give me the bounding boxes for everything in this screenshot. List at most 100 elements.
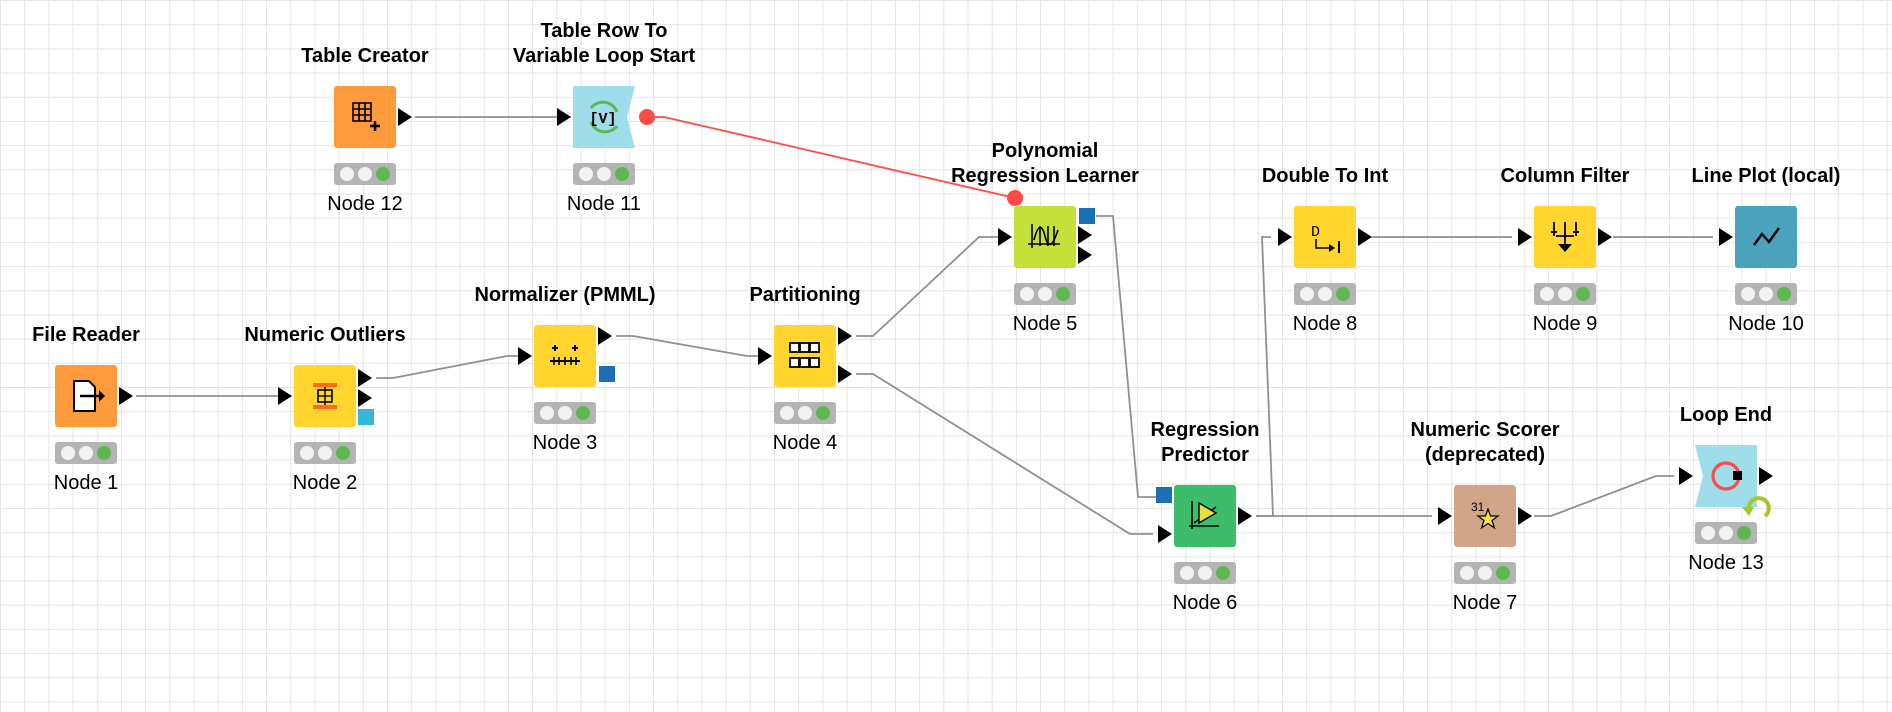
node-label[interactable]: Node 12 xyxy=(327,193,403,215)
node-title: Table Creator xyxy=(245,44,485,69)
input-port[interactable] xyxy=(518,347,532,365)
input-port[interactable] xyxy=(1158,525,1172,543)
model-output-port[interactable] xyxy=(1079,208,1095,224)
status-light xyxy=(1300,287,1314,301)
status-light-executed xyxy=(1496,566,1510,580)
node-title-line: Polynomial xyxy=(991,140,1099,162)
node-title: Line Plot (local) xyxy=(1646,164,1886,189)
connection-node6-node8[interactable] xyxy=(1256,236,1274,517)
status-light xyxy=(300,446,314,460)
node-label[interactable]: Node 4 xyxy=(772,432,838,454)
status-traffic-light xyxy=(573,163,635,185)
node-label[interactable]: Node 11 xyxy=(566,193,642,215)
status-light xyxy=(1180,566,1194,580)
status-light xyxy=(579,167,593,181)
node-label[interactable]: Node 9 xyxy=(1532,313,1598,335)
node-title-line: Table Row To xyxy=(540,20,668,42)
line-plot-icon[interactable] xyxy=(1735,206,1797,268)
input-port[interactable] xyxy=(1679,467,1693,485)
node-label[interactable]: Node 7 xyxy=(1452,592,1518,614)
output-port-1[interactable] xyxy=(1078,226,1092,244)
status-light-executed xyxy=(97,446,111,460)
model-input-port[interactable] xyxy=(1156,487,1172,503)
output-port[interactable] xyxy=(119,387,133,405)
input-port[interactable] xyxy=(1278,228,1292,246)
status-light-executed xyxy=(1216,566,1230,580)
input-port[interactable] xyxy=(998,228,1012,246)
node-label[interactable]: Node 2 xyxy=(292,472,358,494)
input-port[interactable] xyxy=(1438,507,1452,525)
connection-node2-node3[interactable] xyxy=(376,355,524,379)
output-port[interactable] xyxy=(398,108,412,126)
status-light xyxy=(558,406,572,420)
status-light xyxy=(597,167,611,181)
status-light xyxy=(318,446,332,460)
numeric-outliers-icon[interactable] xyxy=(294,365,356,427)
input-port[interactable] xyxy=(557,108,571,126)
node-label[interactable]: Node 5 xyxy=(1012,313,1078,335)
output-port-1[interactable] xyxy=(358,369,372,387)
status-light xyxy=(780,406,794,420)
status-traffic-light xyxy=(1014,283,1076,305)
numeric-scorer-icon[interactable]: 31 xyxy=(1454,485,1516,547)
output-port-test[interactable] xyxy=(838,365,852,383)
output-port[interactable] xyxy=(1598,228,1612,246)
regression-predictor-icon[interactable] xyxy=(1174,485,1236,547)
connection-node5-node6[interactable] xyxy=(1096,215,1156,498)
status-light-executed xyxy=(1777,287,1791,301)
output-port-2[interactable] xyxy=(1078,246,1092,264)
node-label[interactable]: Node 8 xyxy=(1292,313,1358,335)
node-label[interactable]: Node 3 xyxy=(532,432,598,454)
status-light xyxy=(61,446,75,460)
loop-start-icon[interactable]: [V] xyxy=(573,86,635,148)
connection-node3-node4[interactable] xyxy=(616,335,764,357)
output-port[interactable] xyxy=(598,327,612,345)
status-light xyxy=(1478,566,1492,580)
svg-text:[V]: [V] xyxy=(589,111,616,128)
regression-learner-icon[interactable] xyxy=(1014,206,1076,268)
output-port-train[interactable] xyxy=(838,327,852,345)
node-label[interactable]: Node 1 xyxy=(53,472,119,494)
node-title-line: Loop End xyxy=(1679,404,1773,426)
input-port[interactable] xyxy=(1518,228,1532,246)
variable-port-out-node11[interactable] xyxy=(639,109,655,125)
status-traffic-light xyxy=(294,442,356,464)
status-light xyxy=(79,446,93,460)
loop-end-icon[interactable] xyxy=(1695,445,1757,507)
file-reader-icon[interactable] xyxy=(55,365,117,427)
svg-text:D: D xyxy=(1311,224,1320,241)
node-title: Regression Predictor xyxy=(1085,418,1325,468)
table-creator-icon[interactable] xyxy=(334,86,396,148)
model-output-port[interactable] xyxy=(599,366,615,382)
pmml-output-port[interactable] xyxy=(358,409,374,425)
input-port[interactable] xyxy=(278,387,292,405)
node-title-line: (deprecated) xyxy=(1424,444,1546,466)
input-port[interactable] xyxy=(758,347,772,365)
node-title-line: Table Creator xyxy=(301,45,429,67)
connection-node4-node6[interactable] xyxy=(856,373,1153,535)
input-port[interactable] xyxy=(1719,228,1733,246)
status-traffic-light xyxy=(1454,562,1516,584)
node-title: Loop End xyxy=(1606,403,1846,428)
output-port[interactable] xyxy=(1759,467,1773,485)
node-label[interactable]: Node 13 xyxy=(1688,552,1764,574)
normalizer-icon[interactable] xyxy=(534,325,596,387)
output-port-2[interactable] xyxy=(358,389,372,407)
status-traffic-light xyxy=(1294,283,1356,305)
node-label[interactable]: Node 10 xyxy=(1728,313,1804,335)
partitioning-icon[interactable] xyxy=(774,325,836,387)
output-port[interactable] xyxy=(1358,228,1372,246)
column-filter-icon[interactable] xyxy=(1534,206,1596,268)
status-light xyxy=(540,406,554,420)
double-to-int-icon[interactable]: D xyxy=(1294,206,1356,268)
variable-port-in-node5[interactable] xyxy=(1007,190,1023,206)
output-port[interactable] xyxy=(1238,507,1252,525)
connection-node7-node13[interactable] xyxy=(1534,475,1674,517)
connection-node4-node5[interactable] xyxy=(856,236,1004,337)
status-traffic-light xyxy=(1695,522,1757,544)
node-label[interactable]: Node 6 xyxy=(1172,592,1238,614)
output-port[interactable] xyxy=(1518,507,1532,525)
node-title: Table Row To Variable Loop Start xyxy=(484,19,724,69)
